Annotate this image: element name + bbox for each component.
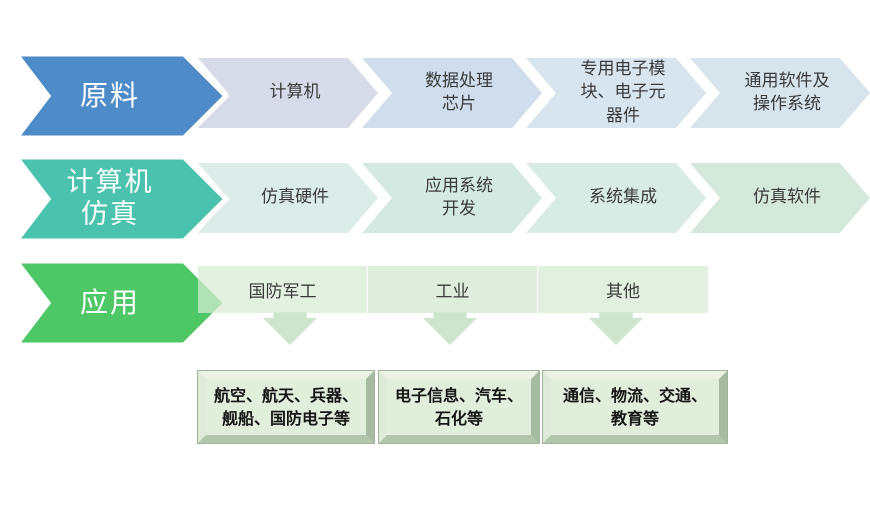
chevron-electronic-modules: 专用电子模 块、电子元 器件 [526,58,706,128]
computer-simulation-arrow-label: 计算机 仿真 [66,166,154,230]
segment-other: 其他 [538,266,708,313]
chevron-application-dev: 应用系统 开发 [362,163,542,233]
result-box-industry: 电子信息、汽车、 石化等 [378,370,540,444]
chevron-label: 数据处理 芯片 [425,70,493,114]
segment-label: 其他 [606,282,640,302]
chevron-system-integration: 系统集成 [526,163,706,233]
right-arrow-shape [12,258,230,348]
result-box-label: 通信、物流、交通、 教育等 [562,385,707,428]
arrow-polygon [12,51,230,141]
chevron-label: 通用软件及 操作系统 [744,70,830,114]
chevron-label: 仿真软件 [753,187,821,208]
result-box-defense: 航空、航天、兵器、 舰船、国防电子等 [197,370,375,444]
segment-defense-industry: 国防军工 [198,266,367,313]
down-arrow-defense [263,312,317,345]
down-arrow-other [589,312,643,345]
chevron-label: 计算机 [269,82,321,103]
chevron-software-os: 通用软件及 操作系统 [690,58,870,128]
application-arrow-label: 应用 [79,286,140,320]
right-arrow-shape [12,51,230,141]
arrow-polygon [12,258,230,348]
raw-material-arrow: 原料 [12,50,232,142]
arrow-polygon [12,154,230,244]
segment-label: 国防军工 [248,282,317,302]
segment-label: 工业 [435,282,470,302]
chevron-label: 系统集成 [589,187,657,208]
segment-industry: 工业 [368,266,537,313]
result-box-other: 通信、物流、交通、 教育等 [542,370,728,444]
down-arrow-industry [423,312,477,345]
chevron-label: 仿真硬件 [261,187,329,208]
chevron-computer: 计算机 [198,58,378,128]
chevron-simulation-software: 仿真软件 [690,163,870,233]
computer-simulation-arrow: 计算机 仿真 [12,153,232,245]
chevron-label: 应用系统 开发 [425,175,493,219]
result-box-label: 航空、航天、兵器、 舰船、国防电子等 [213,385,358,428]
result-box-label: 电子信息、汽车、 石化等 [394,385,523,428]
chevron-label: 专用电子模 块、电子元 器件 [580,58,666,126]
application-arrow: 应用 [12,257,232,349]
chevron-data-chip: 数据处理 芯片 [362,58,542,128]
right-arrow-shape [12,154,230,244]
raw-material-arrow-label: 原料 [79,79,140,113]
